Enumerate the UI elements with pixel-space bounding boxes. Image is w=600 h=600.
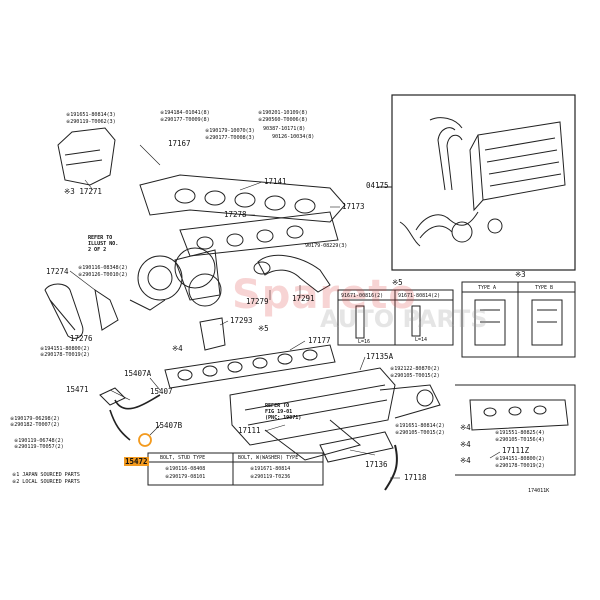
intercooler-inset xyxy=(399,117,566,247)
ref-label: ※194151-80800(2) xyxy=(495,456,545,462)
part-number: 17141 xyxy=(264,177,287,186)
elbow-pipe xyxy=(253,254,331,293)
exhaust-manifold xyxy=(139,174,346,257)
part-number: 17136 xyxy=(365,460,388,469)
bolt-part: ※290179-08101 xyxy=(165,474,206,480)
ref-label: 90387-10171(8) xyxy=(263,126,306,132)
watermark-logo: Spareto xyxy=(232,272,417,318)
ref-label: ※290119-T0062(3) xyxy=(66,119,116,125)
cover-plate xyxy=(319,431,394,463)
ref-label: ※290105-T0156(4) xyxy=(495,437,545,443)
part-number: 17274 xyxy=(46,267,69,276)
ref-label: ※190201-10109(8) xyxy=(258,110,308,116)
ref-label: ※191651-80814(2) xyxy=(395,423,445,429)
ref-label: ※290105-T0015(2) xyxy=(390,373,440,379)
ref-label: ※190116-08348(2) xyxy=(78,265,128,271)
ref-label: ※191551-80825(4) xyxy=(495,430,545,436)
ref-label: ※191651-80814(3) xyxy=(66,112,116,118)
ref-label: ※290105-T0015(2) xyxy=(395,430,445,436)
part-number: 17118 xyxy=(404,473,427,482)
part-number: 17167 xyxy=(168,139,191,148)
part-number: 17111 xyxy=(238,426,261,435)
refer-note: REFER TO FIG 19-01 (PNC: 19871) xyxy=(265,403,302,421)
note-marker: ※4 xyxy=(460,456,471,465)
bracket xyxy=(199,317,226,351)
ref-label: ※194151-80800(2) xyxy=(40,346,90,352)
heat-shield xyxy=(57,127,116,186)
ref-label: ※290178-T0019(2) xyxy=(495,463,545,469)
note-marker: ※4 xyxy=(460,423,471,432)
part-number: 15407B xyxy=(155,421,183,430)
watermark-sub: AUTO PARTS xyxy=(320,305,488,333)
oil-pipe xyxy=(99,387,161,447)
ref-label: 90126-10034(8) xyxy=(272,134,315,140)
ref-label: ※290182-T0007(2) xyxy=(10,422,60,428)
manifold-gasket xyxy=(164,344,336,389)
part-number: 15471 xyxy=(66,385,89,394)
part-number: 17173 xyxy=(342,202,365,211)
legend-item: ※1 JAPAN SOURCED PARTS xyxy=(12,472,80,478)
bolt-part: ※190116-08408 xyxy=(165,466,206,472)
part-number: ※3 17271 xyxy=(64,187,102,196)
part-number: 17276 xyxy=(70,334,93,343)
lower-inset xyxy=(455,384,576,476)
intake-manifold xyxy=(229,367,441,461)
part-number: 04175 xyxy=(366,181,389,190)
ref-label: 90179-08229(3) xyxy=(305,243,348,249)
leader-lines xyxy=(69,144,501,479)
ref-label: ※290177-T0009(8) xyxy=(160,117,210,123)
gasket-highlight xyxy=(138,433,152,447)
ref-label: ※190119-06748(2) xyxy=(14,438,64,444)
part-number: 17111Z xyxy=(502,446,530,455)
hose xyxy=(384,444,398,491)
ref-label: ※290178-T0019(2) xyxy=(40,352,90,358)
stud-length: L=16 xyxy=(358,339,371,345)
ref-label: ※290126-T0010(2) xyxy=(78,272,128,278)
ref-label: ※290177-T0008(3) xyxy=(205,135,255,141)
note-marker: ※5 xyxy=(258,324,269,333)
refer-note: REFER TO ILLUST NO. 2 OF 2 xyxy=(88,235,119,253)
stud-table-header: 91671-00816(2) xyxy=(341,293,384,299)
part-number: 17278 xyxy=(224,210,247,219)
part-number: 17135A xyxy=(366,352,394,361)
ref-label: ※290560-T0006(8) xyxy=(258,117,308,123)
stud-length: L=14 xyxy=(415,337,428,343)
note-marker: ※4 xyxy=(172,344,183,353)
bolt-table-header: BOLT, W(WASHER) TYPE xyxy=(238,455,299,461)
figure-code: 174011K xyxy=(528,488,550,494)
ref-label: ※194184-01041(8) xyxy=(160,110,210,116)
bolt-table-header: BOLT, STUD TYPE xyxy=(160,455,206,461)
bolt-part: ※191671-80814 xyxy=(250,466,291,472)
part-number: 17177 xyxy=(308,336,331,345)
type-header: TYPE B xyxy=(535,285,554,291)
bolt-part: ※290119-T0236 xyxy=(250,474,291,480)
part-number: 17293 xyxy=(230,316,253,325)
legend-item: ※2 LOCAL SOURCED PARTS xyxy=(12,479,80,485)
stud-table-header: 91671-80814(2) xyxy=(398,293,441,299)
ref-label: ※190179-06298(2) xyxy=(10,416,60,422)
note-marker: ※5 xyxy=(392,278,403,287)
highlighted-part-15472[interactable]: 15472 xyxy=(124,457,149,466)
turbocharger xyxy=(129,247,222,311)
note-marker: ※4 xyxy=(460,440,471,449)
ref-label: ※290119-T0057(2) xyxy=(14,444,64,450)
type-header: TYPE A xyxy=(478,285,497,291)
inset-frame xyxy=(391,94,576,271)
note-marker: ※3 xyxy=(515,270,526,279)
inlet-pipe xyxy=(44,283,119,339)
part-number-highlighted[interactable]: 15472 xyxy=(124,457,149,466)
ref-label: ※192122-80870(2) xyxy=(390,366,440,372)
part-number: 15407 xyxy=(150,387,173,396)
part-number: 17279 xyxy=(246,297,269,306)
ref-label: ※190179-10070(3) xyxy=(205,128,255,134)
part-number: 17291 xyxy=(292,294,315,303)
bolt-table-frame xyxy=(147,452,324,486)
part-number: 15407A xyxy=(124,369,152,378)
